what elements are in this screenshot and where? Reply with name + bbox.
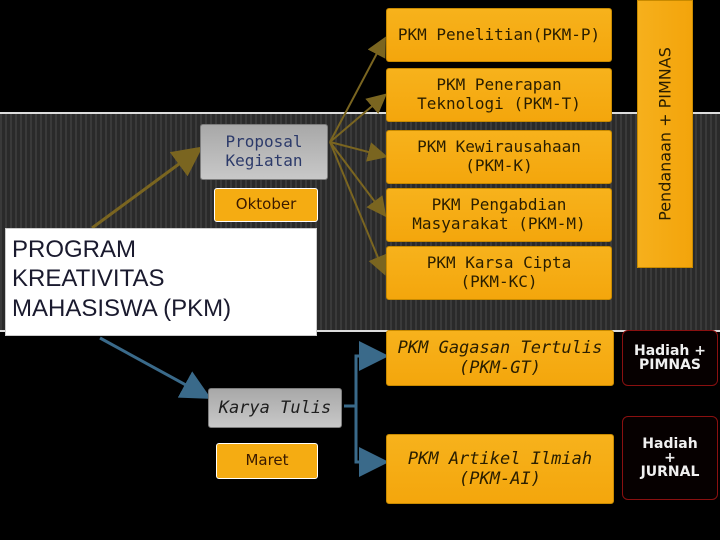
outcome-pendanaan-label: Pendanaan + PIMNAS xyxy=(655,47,675,221)
scheme-pkm-ai: PKM Artikel Ilmiah (PKM-AI) xyxy=(386,434,614,504)
arrow-karya-to-ai xyxy=(344,404,389,477)
scheme-pkm-t: PKM Penerapan Teknologi (PKM-T) xyxy=(386,68,612,122)
scheme-pkm-m: PKM Pengabdian Masyarakat (PKM-M) xyxy=(386,188,612,242)
arrow-title-to-karya xyxy=(99,336,212,399)
karya-tulis-box: Karya Tulis xyxy=(208,388,342,428)
scheme-pkm-p: PKM Penelitian(PKM-P) xyxy=(386,8,612,62)
arrow-proposal-to-m xyxy=(329,141,387,218)
scheme-pkm-gt: PKM Gagasan Tertulis (PKM-GT) xyxy=(386,330,614,386)
outcome-hadiah-jurnal: Hadiah + JURNAL xyxy=(622,416,718,500)
scheme-pkm-kc: PKM Karsa Cipta (PKM-KC) xyxy=(386,246,612,300)
arrow-proposal-to-kc xyxy=(329,141,388,276)
month-maret-badge: Maret xyxy=(216,443,318,479)
outcome-pendanaan-pimnas: Pendanaan + PIMNAS xyxy=(637,0,693,268)
arrow-proposal-to-t xyxy=(329,93,388,143)
band-top-line xyxy=(0,112,720,114)
proposal-kegiatan-box: Proposal Kegiatan xyxy=(200,124,328,180)
arrow-proposal-to-k xyxy=(329,141,388,162)
arrow-proposal-to-p xyxy=(329,36,386,143)
scheme-pkm-k: PKM Kewirausahaan (PKM-K) xyxy=(386,130,612,184)
outcome-hadiah-pimnas: Hadiah + PIMNAS xyxy=(622,330,718,386)
program-title: PROGRAM KREATIVITAS MAHASISWA (PKM) xyxy=(5,228,317,336)
arrow-karya-to-gt xyxy=(344,341,389,408)
band-bottom-line xyxy=(0,330,720,332)
month-oktober-badge: Oktober xyxy=(214,188,318,222)
arrow-title-to-proposal xyxy=(91,146,203,230)
